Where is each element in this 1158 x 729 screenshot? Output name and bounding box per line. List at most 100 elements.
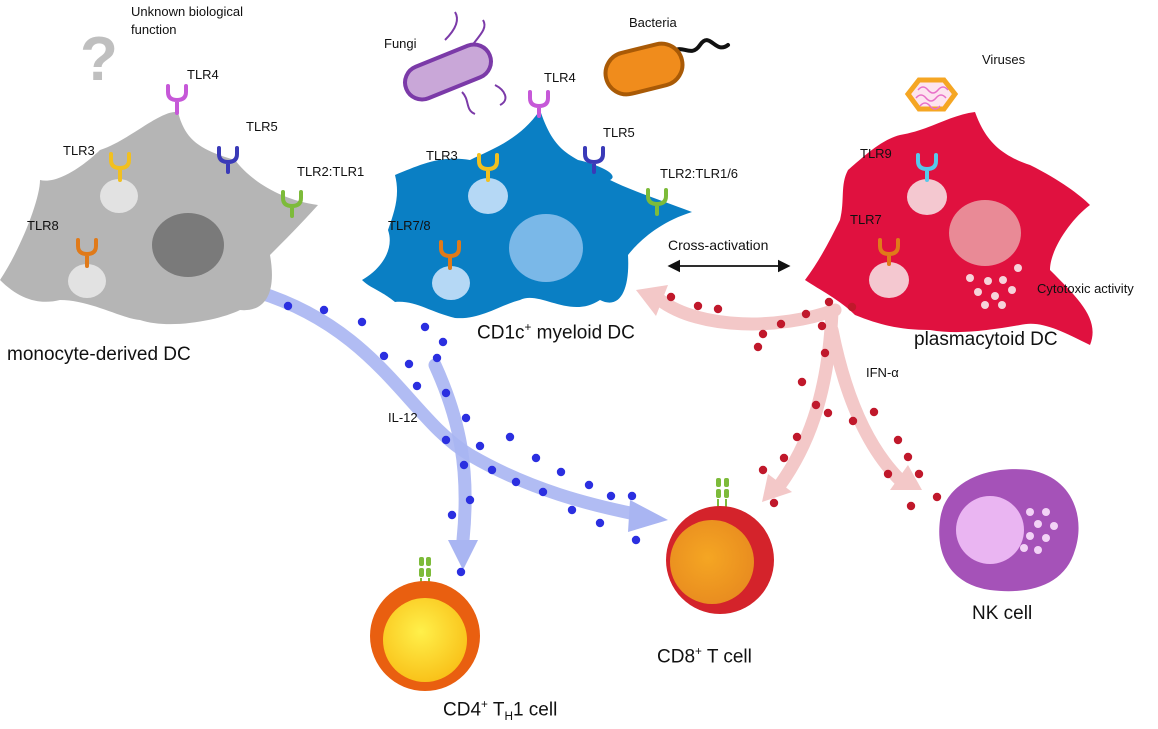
cytokine-dot [420,322,430,332]
nk-name-label: NK cell [972,603,1033,624]
modc-tlr3-label: TLR3 [63,143,95,158]
cytokine-dot [758,465,768,475]
cytokine-dot [556,467,566,477]
cytokine-dot [797,377,807,387]
tlr2-tlr1-6-icon [646,188,668,216]
cytokine-dot [779,453,789,463]
cytokine-dot [820,348,830,358]
pdc-body [805,112,1093,345]
cytokine-dot [606,491,616,501]
tlr8-icon [76,238,98,268]
tlr7-8-icon [439,240,461,270]
modc-endosome-1 [100,179,138,213]
cytokine-dot [903,452,913,462]
cytokine-dot [823,408,833,418]
tlr9-icon [916,153,938,182]
myeloid-dc [362,90,692,319]
il12-arrowhead-cd4 [448,540,478,570]
fungi-icon [403,11,507,115]
cytokine-dot [441,435,451,445]
cytokine-dot [319,305,329,315]
modc-tlr2-tlr1-label: TLR2:TLR1 [297,164,365,179]
tlr5-icon [583,146,605,174]
nk-cell [939,469,1079,592]
bacteria-icon [603,38,730,97]
cytokine-dot [753,342,763,352]
ifn-arrow-to-nk [825,323,907,487]
bacteria-label: Bacteria [629,15,677,30]
cytokine-dot [432,353,442,363]
mdc-name-label: CD1c+ myeloid DC [477,321,635,344]
cytokine-dot [847,302,857,312]
cytokine-dot [456,567,466,577]
monocyte-derived-dc: ? [0,25,318,325]
il12-label: IL-12 [388,410,418,425]
il12-pathway-arrows [251,285,668,570]
modc-name-label: monocyte-derived DC [7,344,191,365]
cytokine-dot [475,441,485,451]
cytokine-dot [487,465,497,475]
cytokine-dot [792,432,802,442]
cd8-t-cell [666,478,774,614]
mdc-tlr2-tlr1-6-label: TLR2:TLR1/6 [660,166,739,181]
plasmacytoid-dc [805,112,1093,345]
tcr-icon [716,478,729,507]
cytokine-dot [412,381,422,391]
cytokine-dot [283,301,293,311]
pdc-endosome-2 [869,262,909,298]
cytokine-dot [465,495,475,505]
pdc-tlr7-label: TLR7 [850,212,882,227]
cytokine-dot [848,416,858,426]
pdc-tlr9-label: TLR9 [860,146,892,161]
cytokine-dot [758,329,768,339]
cytokine-dot [666,292,676,302]
virus-icon [904,77,959,112]
mdc-tlr4-label: TLR4 [544,70,576,85]
cytokine-dot [801,309,811,319]
cytokine-dot [567,505,577,515]
mdc-nucleus [509,214,583,282]
cross-activation-label: Cross-activation [668,237,769,253]
cytokine-dot [438,337,448,347]
cytokine-dot [404,359,414,369]
ifn-label: IFN-α [866,365,899,380]
cytokine-dot [869,407,879,417]
ifn-arrowhead-cd8 [762,474,792,502]
cytotoxic-granules [966,264,1022,309]
modc-nucleus [152,213,224,277]
cytokine-dot [627,491,637,501]
cytokine-dot [505,432,515,442]
mdc-endosome-1 [468,178,508,214]
mdc-tlr3-label: TLR3 [426,148,458,163]
cytokine-dot [824,297,834,307]
cytokine-dot [357,317,367,327]
cytokine-dot [461,413,471,423]
mdc-tlr5-label: TLR5 [603,125,635,140]
modc-tlr8-label: TLR8 [27,218,59,233]
cytokine-dot [379,351,389,361]
ifn-arrowhead-nk [890,465,922,490]
ifn-pathway-arrows [636,285,922,502]
il12-cytokine-dots [283,301,641,577]
tlr4-icon [166,84,188,115]
cytokine-dot [914,469,924,479]
mdc-tlr7-8-label: TLR7/8 [388,218,431,233]
cd4-th1-cell [370,557,480,691]
cytokine-dot [713,304,723,314]
cytokine-dot [893,435,903,445]
pdc-nucleus [949,200,1021,266]
tlr3-icon [109,152,131,182]
cytokine-dot [817,321,827,331]
mdc-body [362,110,692,319]
modc-endosome-2 [68,264,106,298]
il12-arrowhead-cd8 [628,500,668,532]
unknown-function-label: Unknown biological function [131,4,244,37]
fungi-label: Fungi [384,36,417,51]
cd8-name-label: CD8+ T cell [657,645,752,668]
cytokine-dot [906,501,916,511]
tcr-icon [419,557,431,586]
cytokine-dot [769,498,779,508]
modc-tlr4-label: TLR4 [187,67,219,82]
cytokine-dot [459,460,469,470]
cytokine-dot [595,518,605,528]
